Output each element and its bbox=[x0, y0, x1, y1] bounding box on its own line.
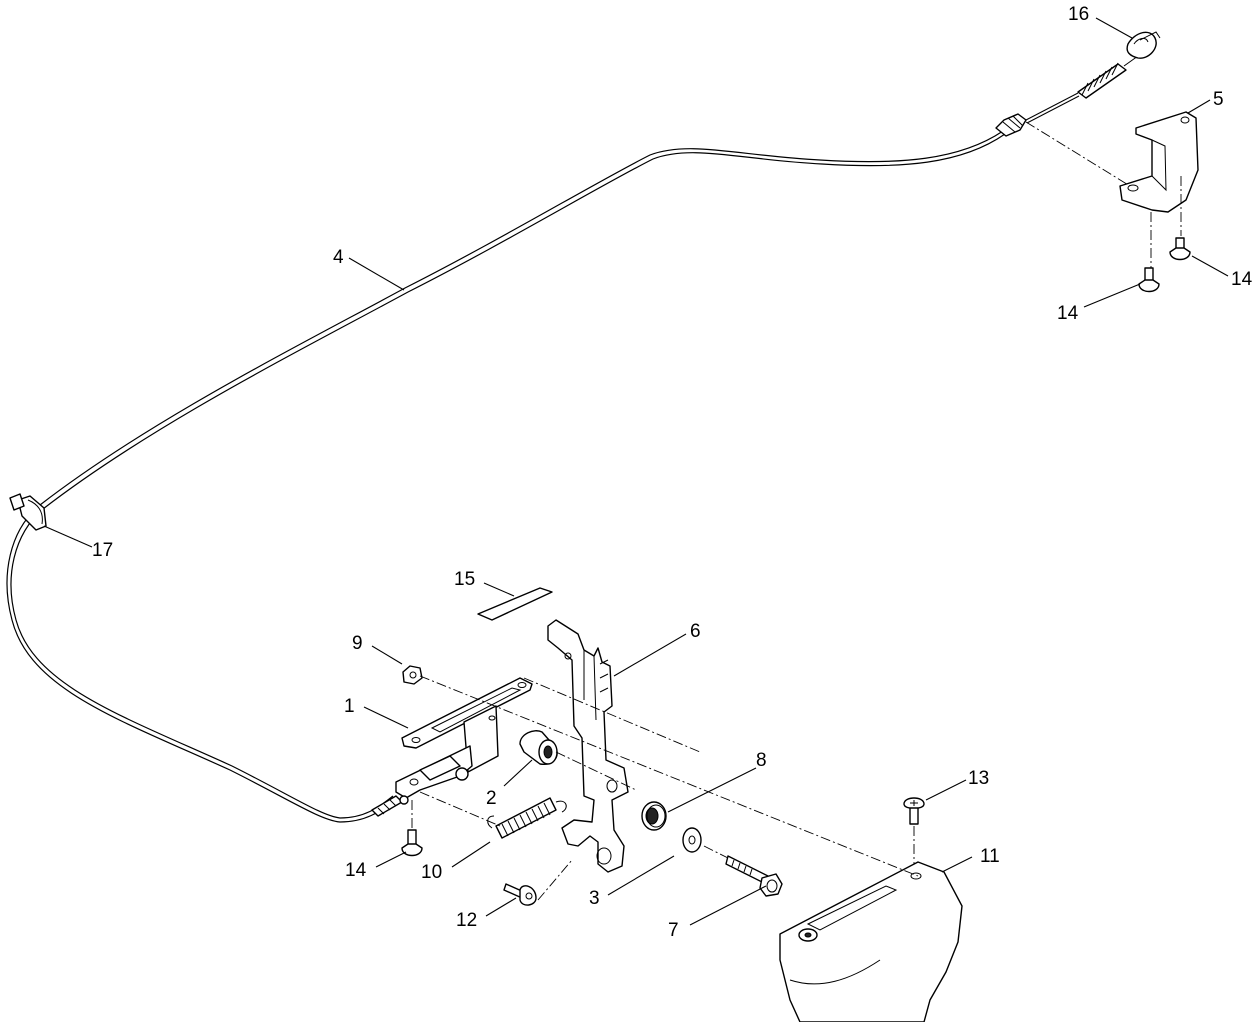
part-12-screw bbox=[503, 883, 537, 906]
callout-6: 6 bbox=[690, 621, 701, 642]
callout-16: 16 bbox=[1068, 4, 1089, 25]
part-7-bolt bbox=[725, 855, 783, 897]
cable-end-fitting bbox=[371, 795, 409, 817]
part-8-bushing bbox=[641, 801, 667, 831]
part-17-cable-clamp bbox=[9, 493, 47, 531]
callout-14-middle: 14 bbox=[1057, 303, 1079, 324]
callout-9: 9 bbox=[352, 633, 363, 654]
callout-4: 4 bbox=[333, 247, 344, 268]
callout-3: 3 bbox=[589, 888, 600, 909]
cable-spring-end bbox=[995, 55, 1139, 137]
part-13-screw bbox=[903, 797, 925, 825]
part-3-washer bbox=[682, 827, 702, 853]
callout-2: 2 bbox=[486, 788, 497, 809]
callout-1: 1 bbox=[344, 696, 355, 717]
part-6-lever bbox=[547, 619, 629, 873]
callout-14-left: 14 bbox=[345, 860, 367, 881]
callout-5: 5 bbox=[1213, 89, 1224, 110]
part-9-nut bbox=[402, 665, 423, 685]
part-11-cover bbox=[779, 861, 963, 1022]
callout-8: 8 bbox=[756, 750, 767, 771]
part-5-bracket bbox=[1119, 111, 1199, 213]
callout-12: 12 bbox=[456, 910, 477, 931]
callout-17: 17 bbox=[92, 540, 113, 561]
callout-7: 7 bbox=[668, 920, 679, 941]
part-1-bracket bbox=[395, 677, 533, 799]
part-15-decal bbox=[477, 587, 553, 621]
part-2-bushing bbox=[519, 730, 558, 765]
callout-14-right: 14 bbox=[1231, 269, 1253, 290]
callout-15: 15 bbox=[454, 569, 475, 590]
callout-13: 13 bbox=[968, 768, 989, 789]
leader-lines bbox=[43, 17, 1229, 926]
callout-10: 10 bbox=[421, 862, 442, 883]
callout-11: 11 bbox=[980, 846, 1000, 867]
part-10-spring bbox=[487, 797, 567, 839]
part-16-cable-clevis bbox=[1126, 31, 1161, 59]
part-14-screw-lower-right bbox=[1138, 267, 1160, 293]
part-14-screw-lower-left bbox=[401, 829, 423, 857]
part-14-screw-upper-right bbox=[1169, 237, 1191, 261]
part-4-cable bbox=[6, 130, 1006, 823]
